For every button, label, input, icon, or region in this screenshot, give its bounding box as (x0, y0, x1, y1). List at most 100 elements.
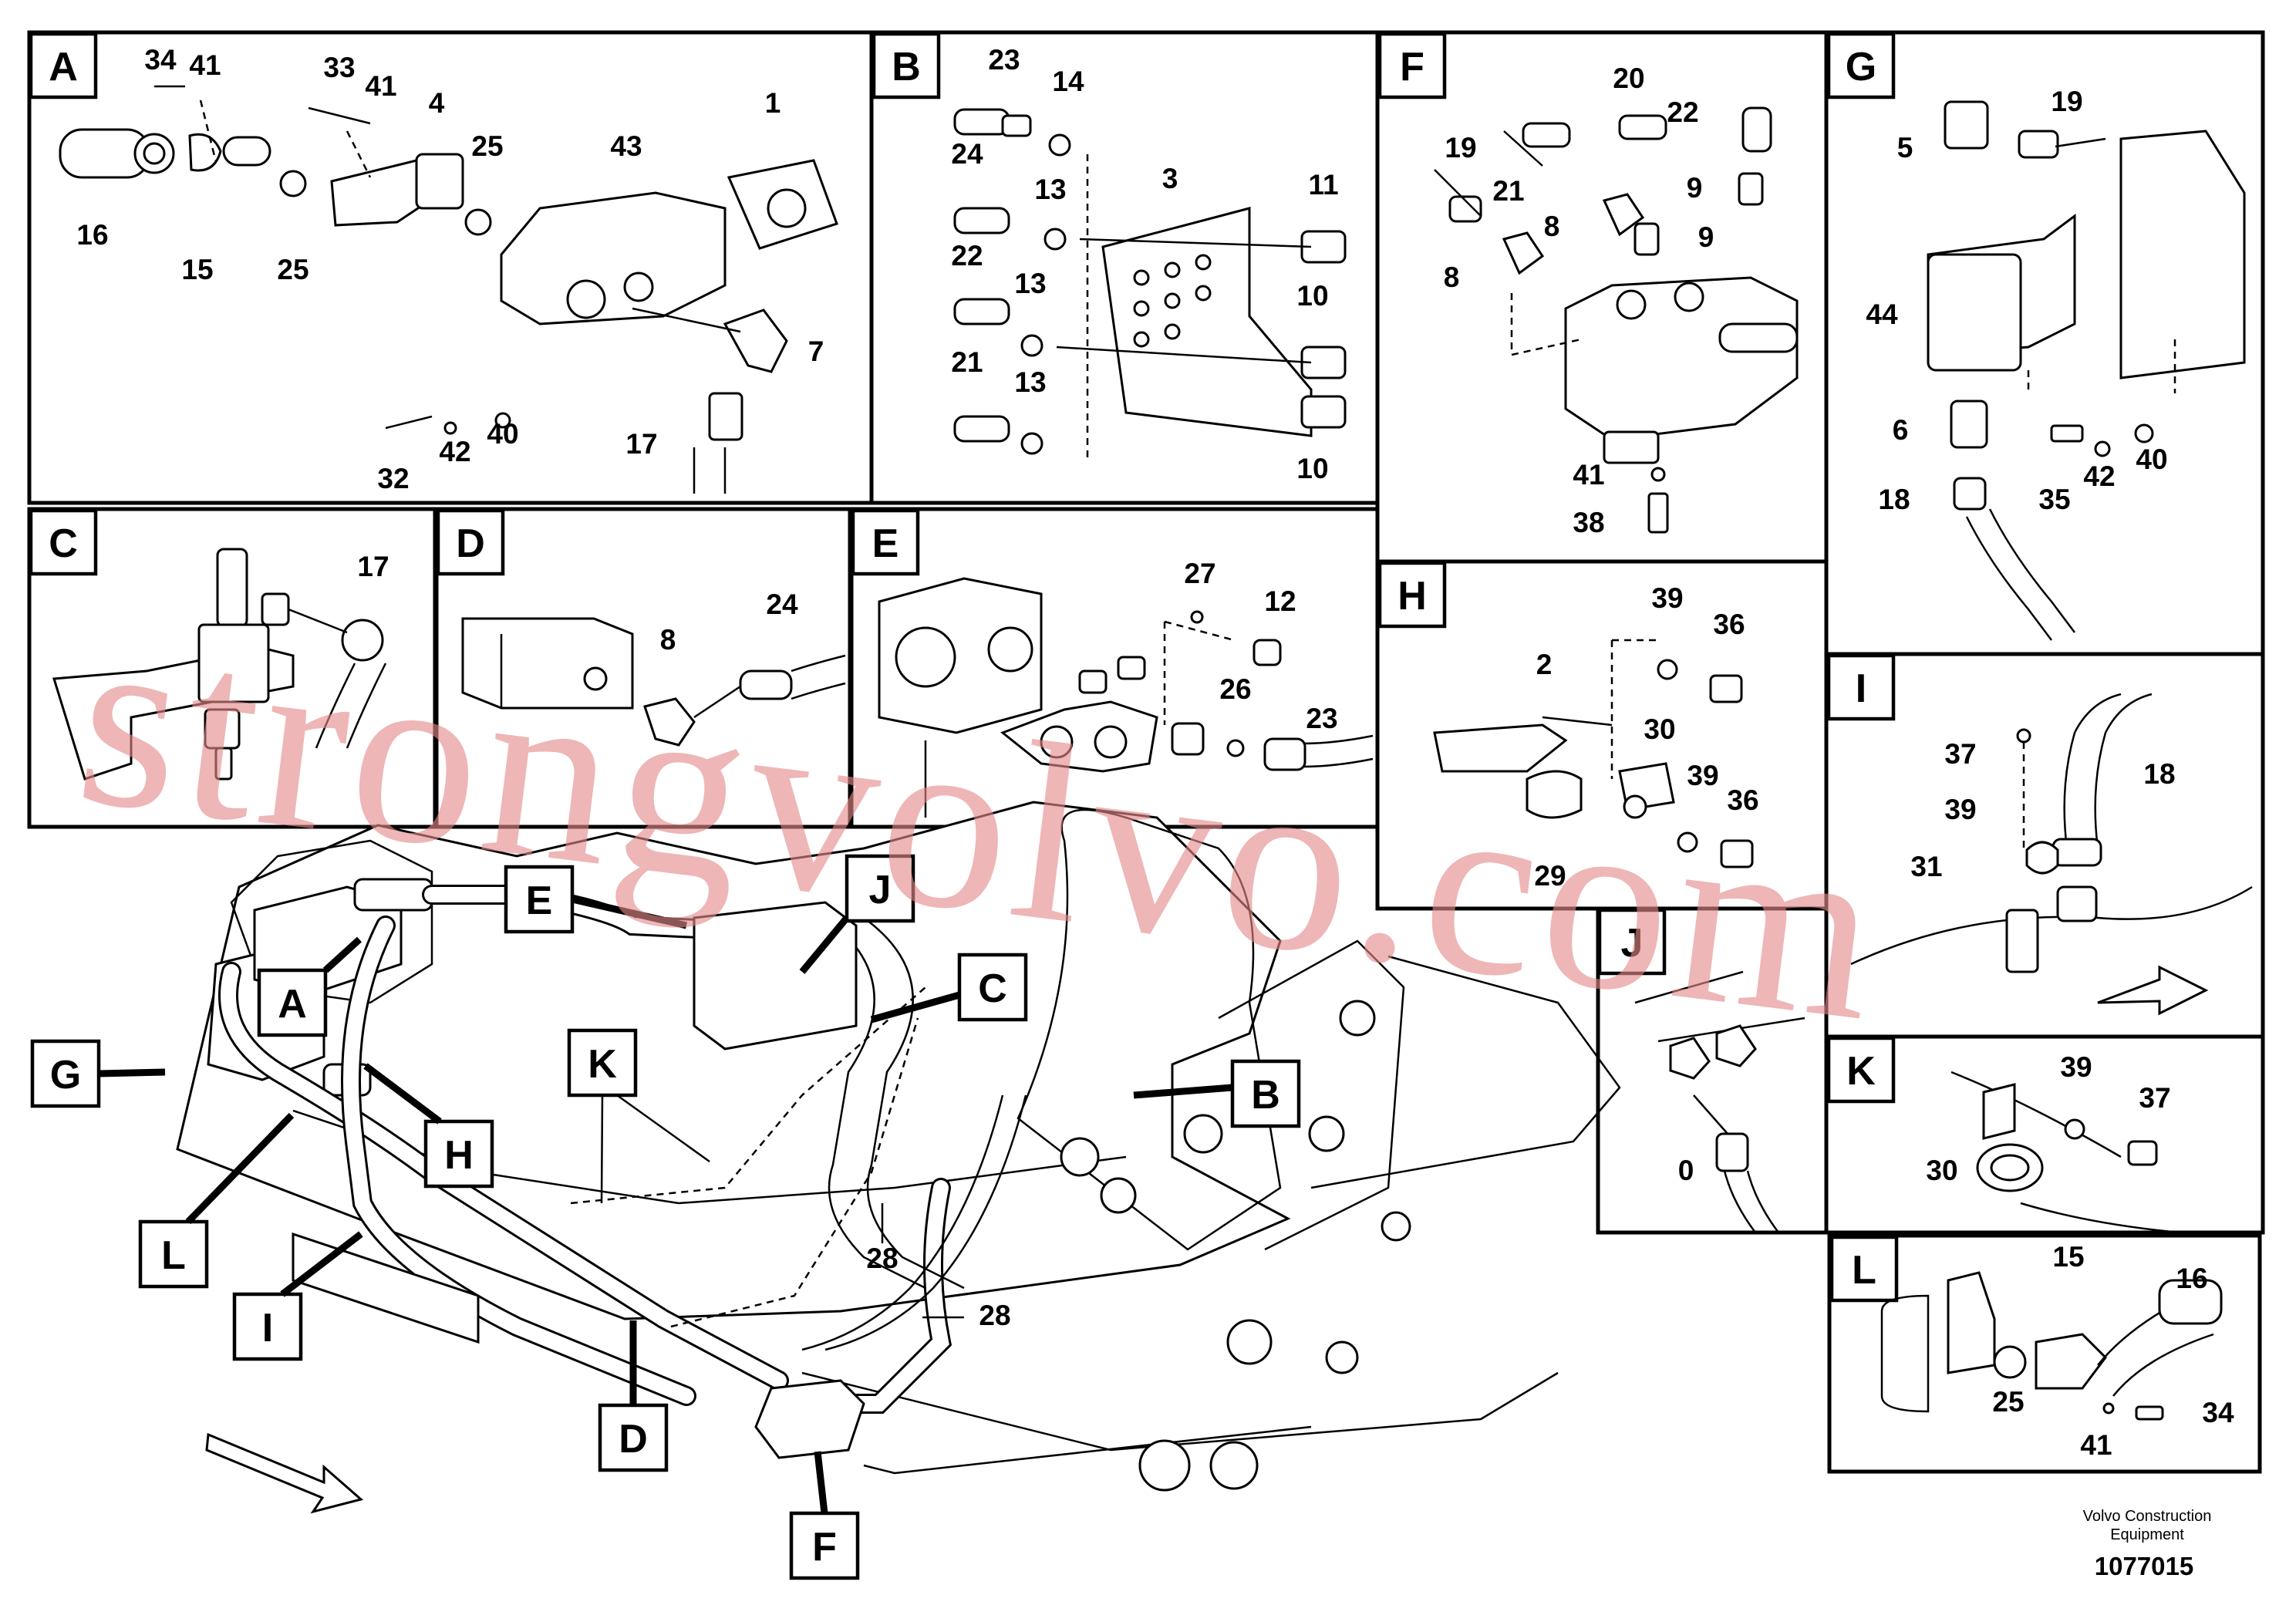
part-number: 40 (2136, 443, 2167, 475)
panel-c-artwork (52, 548, 387, 781)
callout-a: A (257, 936, 362, 1037)
callout-b: B (1133, 1059, 1301, 1128)
panel-l-part-numbers: 15 16 25 34 41 (1992, 1241, 2234, 1461)
panel-i: I 37 18 39 31 (1824, 652, 2265, 1039)
panel-k-artwork (1950, 1071, 2199, 1236)
svg-text:E: E (526, 878, 553, 923)
panel-f: F 20 22 19 21 9 8 9 8 41 38 (1375, 30, 1829, 564)
part-number: 24 (766, 588, 798, 620)
part-number: 42 (439, 436, 470, 467)
part-number: 6 (1893, 414, 1909, 446)
company-line2: Equipment (2110, 1526, 2184, 1543)
part-number: 23 (1306, 703, 1337, 734)
overview-callouts: A E J C B G K (30, 854, 1301, 1580)
part-number: 38 (1573, 507, 1604, 538)
overview-part-number: 28 (866, 1243, 898, 1274)
part-number: 39 (2060, 1051, 2092, 1083)
part-number: 35 (2038, 484, 2070, 515)
part-number: 43 (610, 130, 642, 162)
panel-g: G 19 5 44 6 18 35 42 40 (1824, 30, 2265, 656)
panel-g-artwork (1927, 100, 2246, 641)
panel-k: K 39 37 30 (1824, 1034, 2265, 1236)
part-number: 18 (1878, 484, 1910, 515)
part-number: 36 (1727, 784, 1758, 816)
callout-i: I (232, 1231, 363, 1361)
svg-text:G: G (50, 1053, 81, 1098)
part-number: 42 (2083, 460, 2115, 492)
part-number: 29 (1534, 860, 1566, 892)
drawing-id: 1077015 (2095, 1552, 2193, 1580)
panel-e-tag: E (872, 521, 899, 566)
callout-f: F (789, 1451, 860, 1580)
part-number: 37 (2139, 1082, 2170, 1114)
panel-i-tag: I (1856, 666, 1866, 711)
part-number: 15 (2052, 1241, 2084, 1273)
part-number: 39 (1651, 582, 1683, 614)
part-number: 27 (1184, 558, 1215, 589)
panel-a: A 34 41 33 41 (27, 30, 874, 505)
svg-text:A: A (278, 982, 307, 1027)
part-number: 8 (1444, 261, 1460, 293)
part-number: 24 (951, 138, 983, 170)
panel-l: L 15 16 25 34 41 (1827, 1233, 2262, 1474)
callout-g: G (30, 1039, 166, 1108)
svg-text:B: B (1251, 1073, 1280, 1118)
panel-i-part-numbers: 37 18 39 31 (1910, 738, 2175, 882)
panel-a-artwork (59, 85, 838, 494)
panel-e-artwork (878, 577, 1374, 818)
panel-b-tag: B (892, 45, 921, 89)
panel-f-part-numbers: 20 22 19 21 9 8 9 8 41 38 (1444, 62, 1714, 538)
callout-e: E (504, 865, 688, 934)
panel-a-tag: A (49, 45, 78, 89)
part-number: 34 (2202, 1397, 2234, 1428)
part-number: 21 (1492, 175, 1524, 207)
part-number: 37 (1944, 738, 1976, 770)
part-number: 0 (1678, 1155, 1694, 1186)
svg-text:I: I (262, 1306, 273, 1351)
panel-b: B 23 14 24 13 3 11 22 13 10 (869, 30, 1380, 505)
part-number: 7 (808, 336, 824, 367)
part-number: 39 (1944, 794, 1976, 825)
part-number: 36 (1713, 609, 1745, 640)
part-number: 13 (1034, 174, 1066, 205)
part-number: 19 (2051, 86, 2082, 117)
svg-text:D: D (619, 1417, 648, 1462)
panel-l-tag: L (1852, 1248, 1876, 1293)
part-number: 32 (377, 463, 409, 494)
part-number: 23 (988, 44, 1020, 76)
part-number: 17 (357, 551, 389, 582)
panel-f-artwork (1434, 106, 1799, 534)
panel-c-part-numbers: 17 (357, 551, 389, 582)
part-number: 41 (2080, 1429, 2112, 1461)
panel-j: J 0 (1596, 906, 1829, 1235)
part-number: 4 (429, 87, 445, 119)
part-number: 8 (660, 624, 676, 656)
part-number: 8 (1544, 211, 1560, 242)
part-number: 26 (1219, 673, 1251, 705)
part-number: 31 (1910, 851, 1942, 882)
part-number: 44 (1866, 298, 1898, 330)
drawing-footer: Volvo Construction Equipment 1077015 (2083, 1508, 2212, 1580)
part-number: 1 (765, 87, 781, 119)
panel-k-part-numbers: 39 37 30 (1926, 1051, 2170, 1186)
part-number: 41 (1573, 459, 1604, 491)
panel-b-part-numbers: 23 14 24 13 3 11 22 13 10 21 13 10 (951, 44, 1338, 484)
callout-j: J (799, 854, 915, 974)
part-number: 41 (365, 70, 396, 102)
part-number: 25 (471, 130, 503, 162)
part-number: 16 (2176, 1263, 2207, 1294)
part-number: 11 (1308, 169, 1338, 201)
svg-text:J: J (869, 868, 892, 912)
panel-h-artwork (1433, 639, 1754, 868)
part-number: 22 (1667, 96, 1698, 128)
overview-part-number: 28 (979, 1300, 1010, 1331)
panel-h-tag: H (1397, 574, 1427, 619)
panel-a-part-numbers: 34 41 33 41 4 43 1 25 16 15 25 7 32 42 4… (76, 44, 824, 494)
svg-text:K: K (588, 1042, 617, 1087)
panel-f-tag: F (1400, 45, 1424, 89)
part-number: 9 (1687, 172, 1703, 204)
part-number: 25 (1992, 1386, 2024, 1418)
part-number: 15 (181, 254, 213, 285)
callout-h: H (363, 1063, 494, 1189)
